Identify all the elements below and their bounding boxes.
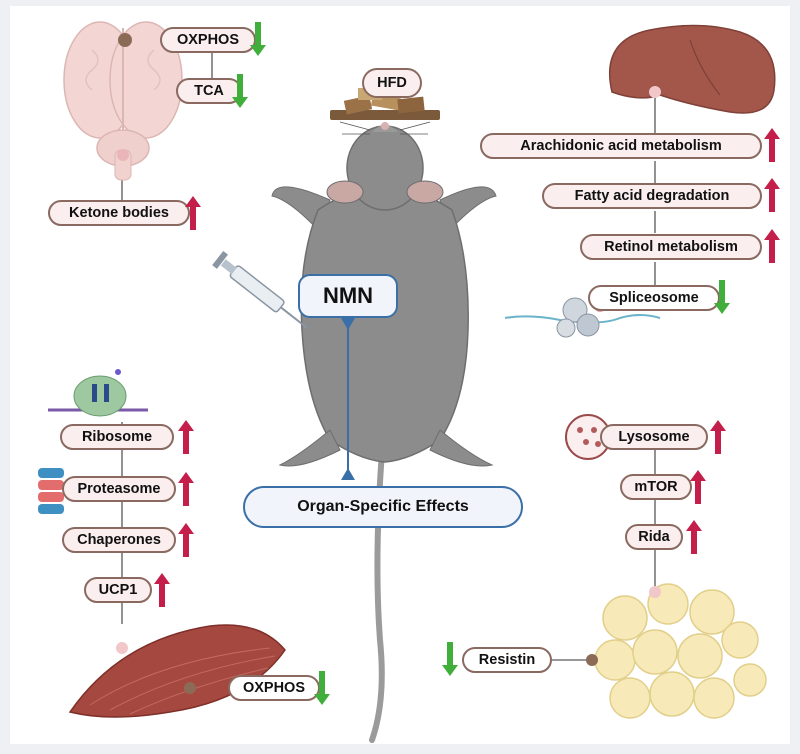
muscle-marker-4: OXPHOS	[228, 675, 320, 701]
muscle-icon	[68, 624, 286, 718]
mouse-icon	[271, 121, 497, 743]
adipose-marker-0: Lysosome	[600, 424, 708, 450]
muscle-marker-2: Chaperones	[62, 527, 176, 553]
adipose-marker-3: Resistin	[462, 647, 552, 673]
adipose-marker-1: mTOR	[620, 474, 692, 500]
brain-marker-0: OXPHOS	[160, 27, 256, 53]
down-arrow-icon	[250, 22, 266, 56]
down-arrow-icon	[714, 280, 730, 314]
up-arrow-icon	[764, 229, 780, 263]
up-arrow-icon	[178, 420, 194, 454]
down-arrow-icon	[314, 671, 330, 705]
brain-icon	[63, 21, 183, 181]
up-arrow-icon	[764, 178, 780, 212]
muscle-marker-0: Ribosome	[60, 424, 174, 450]
liver-marker-3: Spliceosome	[588, 285, 720, 311]
ribosome-icon	[48, 369, 148, 417]
up-arrow-icon	[178, 472, 194, 506]
up-arrow-icon	[178, 523, 194, 557]
proteasome-icon	[38, 468, 64, 514]
up-arrow-icon	[686, 520, 702, 554]
up-arrow-icon	[154, 573, 170, 607]
brain-marker-2: Ketone bodies	[48, 200, 190, 226]
syringe-icon	[212, 250, 308, 329]
down-arrow-icon	[232, 74, 248, 108]
liver-marker-2: Retinol metabolism	[580, 234, 762, 260]
up-arrow-icon	[710, 420, 726, 454]
organ-effects-label: Organ-Specific Effects	[243, 486, 523, 528]
down-arrow-icon	[442, 642, 458, 676]
up-arrow-icon	[764, 128, 780, 162]
up-arrow-icon	[185, 196, 201, 230]
liver-marker-0: Arachidonic acid metabolism	[480, 133, 762, 159]
up-arrow-icon	[690, 470, 706, 504]
adipose-marker-2: Rida	[625, 524, 683, 550]
liver-marker-1: Fatty acid degradation	[542, 183, 762, 209]
muscle-marker-1: Proteasome	[62, 476, 176, 502]
treatment-label: NMN	[298, 274, 398, 318]
brain-marker-1: TCA	[176, 78, 242, 104]
adipocytes-icon	[586, 583, 767, 719]
spliceosome-icon	[504, 297, 661, 338]
muscle-marker-3: UCP1	[84, 577, 152, 603]
liver-icon	[608, 24, 776, 114]
center-link	[341, 318, 355, 480]
diet-label: HFD	[362, 68, 422, 98]
